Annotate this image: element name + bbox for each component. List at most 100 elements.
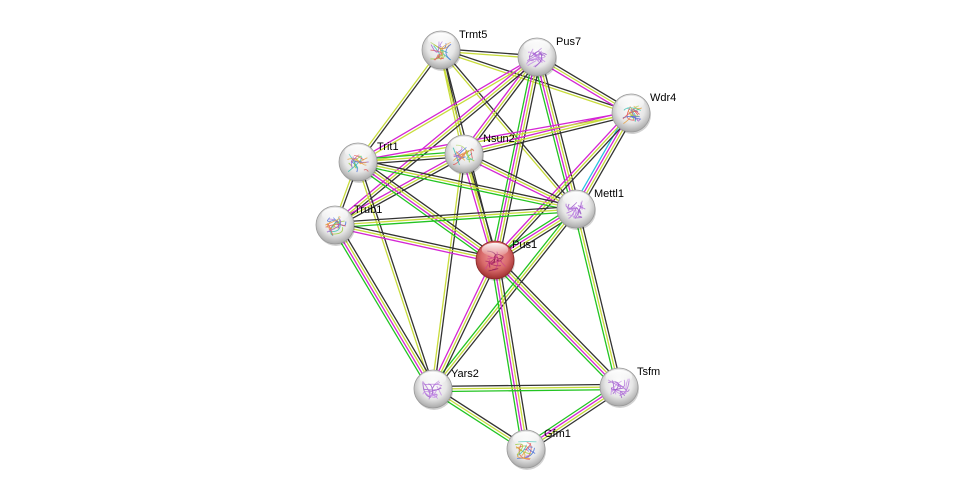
edge-line-coexpression: [434, 210, 579, 392]
edge-pus1-gfm1[interactable]: [490, 259, 531, 450]
node-label: Trmt5: [459, 29, 487, 41]
edge-line-textmining: [463, 56, 538, 155]
edge-wdr4-pus1[interactable]: [492, 110, 634, 263]
edge-pus1-tsfm[interactable]: [491, 256, 623, 391]
node-label: Trub1: [354, 204, 382, 216]
edge-line-textmining: [463, 153, 577, 210]
edge-trit1-pus1[interactable]: [355, 158, 498, 264]
edge-line-experiments: [333, 225, 433, 391]
node-gloss: [481, 242, 509, 257]
edge-pus7-trit1[interactable]: [357, 55, 538, 164]
node-gloss: [605, 369, 633, 384]
edge-line-coexpression: [498, 259, 531, 449]
edge-line-coexpression: [441, 48, 578, 209]
node-label: Wdr4: [650, 92, 676, 104]
edge-line-textmining: [335, 223, 435, 389]
edge-trit1-yars2[interactable]: [356, 161, 435, 390]
node-trit1[interactable]: Trit1: [338, 141, 399, 183]
edge-yars2-tsfm[interactable]: [432, 383, 620, 393]
edge-line-experiments: [333, 151, 464, 224]
edge-line-coexpression: [336, 58, 540, 228]
edge-line-neighborhood: [490, 56, 534, 260]
edge-line-textmining: [495, 259, 528, 449]
edge-line-textmining: [357, 161, 577, 210]
edge-line-neighborhood: [532, 57, 573, 211]
edge-line-textmining: [358, 160, 497, 260]
node-label: Pus7: [556, 36, 581, 48]
edge-pus1-yars2[interactable]: [430, 258, 498, 391]
edge-line-textmining: [334, 224, 496, 261]
edge-line-coexpression: [464, 114, 632, 158]
node-gloss: [617, 95, 645, 110]
edge-line-neighborhood: [490, 260, 523, 450]
edge-wdr4-trit1[interactable]: [357, 111, 632, 164]
edge-line-experiments: [493, 56, 537, 260]
edge-trmt5-mettl1[interactable]: [439, 48, 578, 211]
node-wdr4[interactable]: Wdr4: [611, 92, 676, 134]
edge-line-coexpression: [358, 158, 577, 208]
edge-line-coexpression: [577, 208, 623, 387]
node-nsun2[interactable]: Nsun2: [444, 133, 515, 175]
edge-line-textmining: [537, 56, 578, 209]
node-gloss: [427, 32, 455, 47]
edge-line-coexpression: [358, 50, 443, 164]
node-pus1[interactable]: Pus1: [475, 239, 537, 281]
edge-trub1-mettl1[interactable]: [334, 205, 577, 229]
edge-pus7-mettl1[interactable]: [532, 55, 581, 211]
edge-line-textmining: [494, 112, 632, 261]
protein-structure-icon: [565, 200, 586, 219]
edge-line-coexpression: [432, 383, 619, 388]
node-label: Gfm1: [544, 428, 571, 440]
edge-trub1-pus1[interactable]: [334, 221, 496, 264]
node-trub1[interactable]: Trub1: [315, 204, 382, 246]
node-gloss: [512, 431, 540, 446]
edge-pus7-pus1[interactable]: [490, 56, 542, 261]
edge-line-experiments: [357, 55, 537, 162]
node-label: Trit1: [377, 141, 399, 153]
edge-trmt5-trit1[interactable]: [356, 48, 443, 164]
edge-line-textmining: [439, 50, 576, 211]
edge-line-neighborhood: [335, 210, 577, 229]
edge-line-experiments: [493, 260, 619, 389]
edge-line-textmining: [432, 386, 620, 390]
node-label: Mettl1: [594, 188, 624, 200]
edge-trub1-yars2[interactable]: [331, 222, 437, 392]
edge-line-experiments: [356, 162, 495, 262]
edge-nsun2-yars2[interactable]: [431, 153, 466, 390]
edge-line-textmining: [431, 153, 464, 389]
edge-line-neighborhood: [355, 164, 494, 264]
edge-trit1-mettl1[interactable]: [357, 158, 577, 213]
edge-line-experiments: [493, 260, 526, 450]
edge-line-experiments: [492, 110, 630, 259]
node-pus7[interactable]: Pus7: [517, 36, 581, 78]
node-label: Tsfm: [637, 366, 660, 378]
edge-line-textmining: [432, 208, 577, 390]
node-gloss: [321, 207, 349, 222]
edge-line-neighborhood: [331, 226, 431, 392]
edge-line-textmining: [356, 162, 433, 390]
edge-line-textmining: [575, 208, 620, 388]
edge-line-neighborhood: [572, 209, 618, 388]
edge-line-experiments: [334, 226, 495, 264]
edge-line-textmining: [495, 258, 621, 387]
edge-line-textmining: [334, 208, 577, 226]
edge-line-coexpression: [497, 256, 623, 385]
node-tsfm[interactable]: Tsfm: [599, 366, 660, 408]
node-mettl1[interactable]: Mettl1: [556, 188, 624, 230]
node-yars2[interactable]: Yars2: [413, 368, 479, 410]
node-gloss: [344, 144, 372, 159]
edge-mettl1-tsfm[interactable]: [572, 208, 623, 388]
node-gfm1[interactable]: Gfm1: [506, 428, 571, 470]
node-gloss: [450, 136, 478, 151]
edge-line-coexpression: [359, 158, 498, 258]
node-trmt5[interactable]: Trmt5: [421, 29, 487, 71]
edge-line-experiments: [430, 258, 494, 389]
edge-line-coexpression: [334, 205, 576, 224]
node-label: Pus1: [512, 239, 537, 251]
edge-line-experiments: [357, 111, 631, 162]
edge-line-textmining: [432, 259, 496, 390]
edge-line-coexpression: [337, 222, 437, 388]
node-label: Yars2: [451, 368, 479, 380]
